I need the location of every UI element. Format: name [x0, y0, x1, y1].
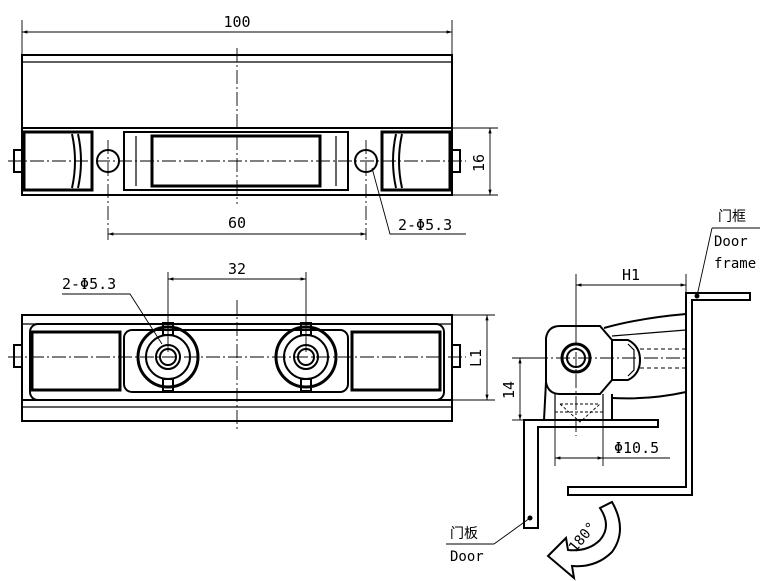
dim-length: L1 [467, 349, 485, 367]
label-frame-en-1: Door [714, 234, 748, 250]
dim-overall-width: 100 [223, 13, 250, 31]
label-frame-cn: 门框 [718, 209, 746, 225]
front-view: 32 2-Φ5.3 [8, 260, 495, 432]
rotation-arrow [546, 500, 621, 581]
dim-height: 16 [470, 154, 488, 172]
dim-diameter: Φ10.5 [614, 439, 659, 457]
label-frame-en-2: frame [714, 256, 756, 272]
dim-offset: H1 [622, 266, 640, 284]
door-frame [567, 292, 751, 496]
side-view: H1 14 Φ10.5 [446, 209, 760, 581]
dim-side-height: 14 [500, 381, 518, 399]
label-holes-front: 2-Φ5.3 [62, 275, 116, 293]
label-door-cn: 门板 [450, 526, 478, 542]
dim-hole-spacing: 60 [228, 214, 246, 232]
label-door-en: Door [450, 549, 484, 565]
top-view: 100 16 60 2-Φ5.3 [8, 13, 498, 240]
door-panel [523, 419, 659, 529]
label-holes-top: 2-Φ5.3 [398, 216, 452, 234]
dim-front-spacing: 32 [228, 260, 246, 278]
